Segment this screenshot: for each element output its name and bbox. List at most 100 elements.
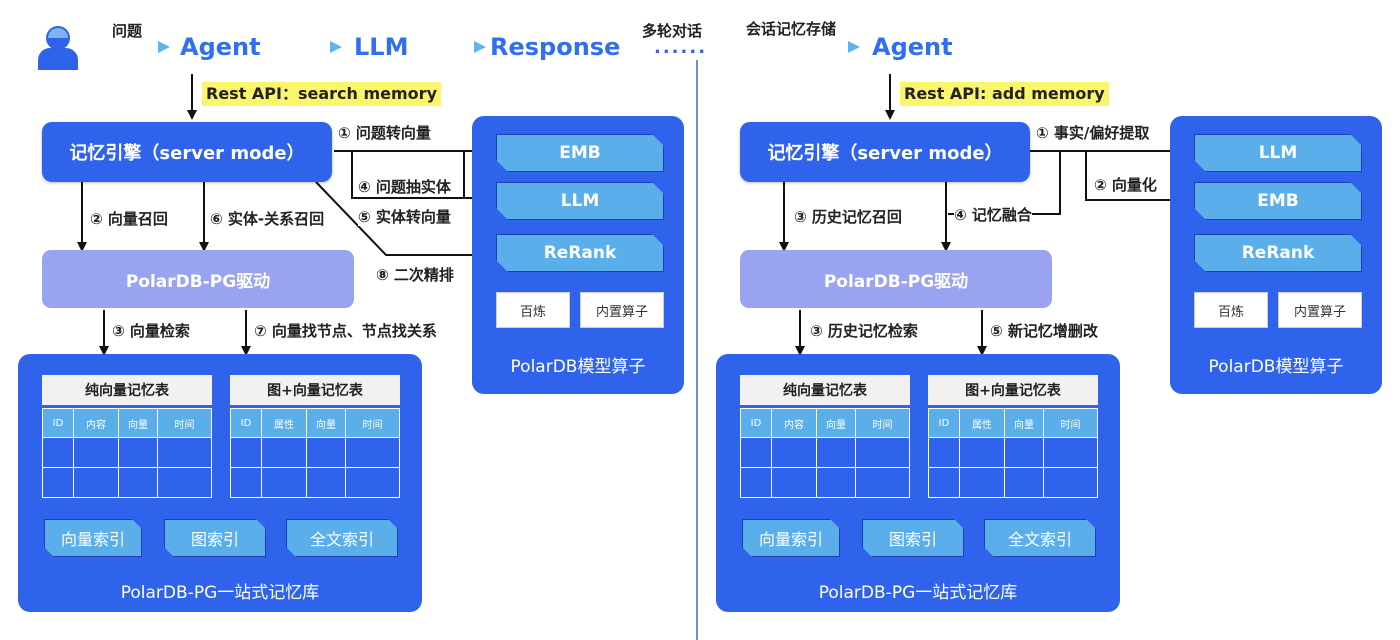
- graph-index-right[interactable]: 图索引: [862, 519, 964, 557]
- model-llm-right[interactable]: LLM: [1194, 134, 1362, 172]
- model-llm-left[interactable]: LLM: [496, 182, 664, 220]
- graph-vector-table-right-title: 图+向量记忆表: [928, 375, 1098, 405]
- table-header-cell: 时间: [1044, 409, 1097, 437]
- table-cell: [262, 468, 306, 497]
- agent-right-label: Agent: [872, 33, 953, 61]
- table-header-cell: ID: [43, 409, 73, 437]
- bailian-box-left-label: 百炼: [519, 304, 546, 320]
- multi-turn-label: 多轮对话: [642, 22, 703, 40]
- table-header-cell: 时间: [346, 409, 399, 437]
- graph-index-left-label: 图索引: [190, 530, 239, 549]
- table-cell: [158, 468, 211, 497]
- fulltext-index-right[interactable]: 全文索引: [984, 519, 1096, 557]
- bailian-box-left: 百炼: [496, 292, 570, 328]
- table-cell: [158, 438, 211, 467]
- table-header-cell: ID: [741, 409, 771, 437]
- question-label: 问题: [112, 22, 143, 40]
- pure-vector-table-right: ID 内容 向量 时间: [740, 408, 910, 498]
- table-cell: [346, 468, 399, 497]
- table-cell: [1005, 468, 1043, 497]
- model-emb-right[interactable]: EMB: [1194, 182, 1362, 220]
- store-panel-left-title: PolarDB-PG一站式记忆库: [120, 583, 320, 603]
- step3-left: ③ 向量检索: [112, 322, 190, 340]
- builtin-op-box-left-label: 内置算子: [595, 304, 648, 320]
- rest-api-add: Rest API: add memory: [900, 82, 1109, 106]
- table-header-cell: 时间: [158, 409, 211, 437]
- rest-api-search: Rest API：search memory: [202, 82, 441, 106]
- graph-index-right-label: 图索引: [888, 530, 937, 549]
- model-panel-right-title: PolarDB模型算子: [1208, 357, 1344, 377]
- memory-engine-right: 记忆引擎（server mode）: [740, 122, 1030, 182]
- model-rerank-right[interactable]: ReRank: [1194, 234, 1362, 272]
- table-cell: [817, 438, 855, 467]
- table-cell: [772, 468, 816, 497]
- fulltext-index-right-label: 全文索引: [1007, 530, 1072, 549]
- graph-vector-table-left-title-text: 图+向量记忆表: [267, 383, 363, 399]
- memory-engine-left: 记忆引擎（server mode）: [42, 122, 332, 182]
- fulltext-index-left[interactable]: 全文索引: [286, 519, 398, 557]
- table-cell: [262, 438, 306, 467]
- table-header-cell: 向量: [817, 409, 855, 437]
- table-cell: [231, 438, 261, 467]
- table-cell: [929, 468, 959, 497]
- step5-left: ⑤ 实体转向量: [358, 208, 451, 226]
- store-panel-right-title: PolarDB-PG一站式记忆库: [818, 583, 1018, 603]
- step3a-right: ③ 历史记忆召回: [794, 208, 902, 226]
- graph-vector-table-left: ID 属性 向量 时间: [230, 408, 400, 498]
- step5-right: ⑤ 新记忆增删改: [990, 322, 1098, 340]
- pure-vector-table-left: ID 内容 向量 时间: [42, 408, 212, 498]
- table-cell: [307, 468, 345, 497]
- step8-left: ⑧ 二次精排: [376, 266, 454, 284]
- pg-driver-left: PolarDB-PG驱动: [42, 250, 354, 308]
- graph-vector-table-left-title: 图+向量记忆表: [230, 375, 400, 405]
- graph-index-left[interactable]: 图索引: [164, 519, 266, 557]
- table-cell: [346, 438, 399, 467]
- response-label: Response: [490, 33, 621, 61]
- step7-left: ⑦ 向量找节点、节点找关系: [254, 322, 437, 340]
- table-cell: [856, 468, 909, 497]
- builtin-op-box-right-label: 内置算子: [1293, 304, 1346, 320]
- step2-left: ② 向量召回: [90, 210, 168, 228]
- table-cell: [74, 468, 118, 497]
- model-emb-left[interactable]: EMB: [496, 134, 664, 172]
- arrow-step2-right: [1085, 151, 1194, 205]
- table-header-cell: 向量: [307, 409, 345, 437]
- pure-vector-table-left-title: 纯向量记忆表: [42, 375, 212, 405]
- agent-label: Agent: [180, 33, 261, 61]
- step4-right: ④ 记忆融合: [954, 206, 1032, 224]
- memory-engine-right-label: 记忆引擎（server mode）: [767, 143, 1003, 164]
- table-cell: [1005, 438, 1043, 467]
- graph-vector-table-right: ID 属性 向量 时间: [928, 408, 1098, 498]
- table-cell: [929, 438, 959, 467]
- bailian-box-right-label: 百炼: [1217, 304, 1244, 320]
- table-header-cell: ID: [929, 409, 959, 437]
- table-header-cell: 内容: [74, 409, 118, 437]
- table-cell: [43, 468, 73, 497]
- vector-index-left[interactable]: 向量索引: [44, 519, 142, 557]
- llm-label: LLM: [354, 33, 409, 61]
- table-header-cell: 时间: [856, 409, 909, 437]
- table-cell: [1044, 438, 1097, 467]
- table-header-cell: 属性: [262, 409, 306, 437]
- builtin-op-box-left: 内置算子: [580, 292, 664, 328]
- step4-left: ④ 问题抽实体: [358, 178, 451, 196]
- model-rerank-left-label: ReRank: [543, 243, 617, 263]
- graph-vector-table-right-title-text: 图+向量记忆表: [965, 383, 1061, 399]
- table-header-cell: 向量: [1005, 409, 1043, 437]
- table-cell: [119, 468, 157, 497]
- pure-vector-table-right-title-text: 纯向量记忆表: [783, 383, 867, 399]
- divider: [696, 60, 698, 640]
- pg-driver-right-label: PolarDB-PG驱动: [823, 271, 969, 292]
- table-cell: [307, 438, 345, 467]
- step3b-right: ③ 历史记忆检索: [810, 322, 918, 340]
- vector-index-right[interactable]: 向量索引: [742, 519, 840, 557]
- table-cell: [231, 468, 261, 497]
- user-icon: [38, 26, 78, 70]
- table-header-cell: 属性: [960, 409, 1004, 437]
- step1-right: ① 事实/偏好提取: [1036, 124, 1150, 142]
- table-cell: [817, 468, 855, 497]
- table-cell: [741, 438, 771, 467]
- model-rerank-left[interactable]: ReRank: [496, 234, 664, 272]
- builtin-op-box-right: 内置算子: [1278, 292, 1362, 328]
